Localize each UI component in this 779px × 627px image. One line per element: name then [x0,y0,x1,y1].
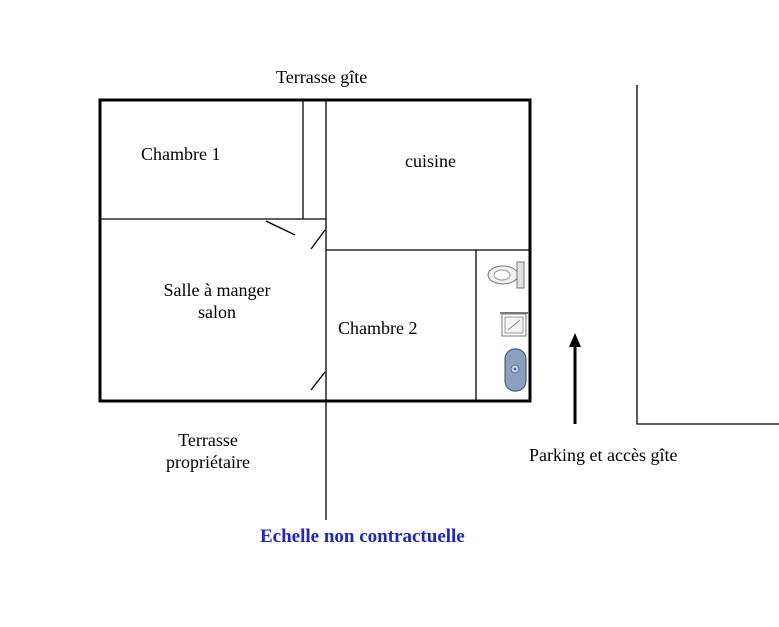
label-salle-line1: Salle à manger [163,280,271,300]
toilet-icon [487,261,525,289]
label-terrasse-gite: Terrasse gîte [276,67,368,87]
label-cuisine: cuisine [405,151,456,171]
door-swing-chambre1 [265,220,296,236]
label-terrasse-proprio-line2: propriétaire [166,452,250,472]
washbasin-icon [500,312,528,337]
label-terrasse-proprietaire: Terrasse propriétaire [150,429,266,473]
door-swing-cuisine [310,229,326,250]
label-parking: Parking et accès gîte [529,445,678,465]
up-arrow-icon [569,333,581,424]
label-chambre-2: Chambre 2 [338,318,418,338]
scale-note: Echelle non contractuelle [260,526,465,547]
door-swing-entry [310,371,326,391]
shower-icon [504,348,527,392]
label-chambre-1: Chambre 1 [141,144,221,164]
label-salle-line2: salon [198,302,236,322]
parking-boundary [636,85,779,425]
label-salle-manger: Salle à manger salon [150,279,284,323]
label-terrasse-proprio-line1: Terrasse [178,430,238,450]
